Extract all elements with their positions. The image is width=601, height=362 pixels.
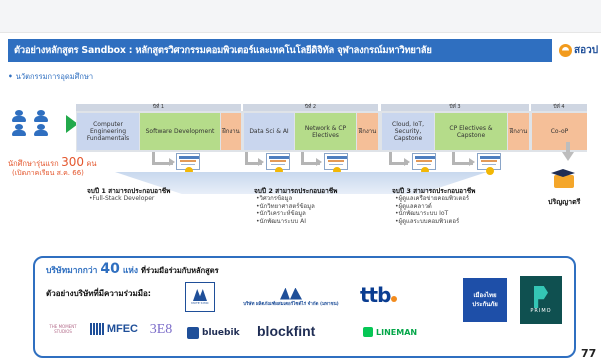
primo-mark-icon bbox=[534, 286, 548, 308]
certificate-icon bbox=[412, 153, 436, 179]
flow-connector bbox=[452, 152, 473, 165]
course-internship-2: ฝึกงาน bbox=[357, 113, 378, 150]
arrow-tip-icon bbox=[316, 158, 322, 166]
student-count-number: 300 bbox=[61, 155, 84, 169]
logo-bluebik: bluebik bbox=[187, 324, 249, 342]
partners-title: บริษัทมากกว่า 40 แห่ง ที่ร่วมมือร่วมกับห… bbox=[46, 261, 219, 277]
certificate-icon bbox=[477, 153, 501, 179]
arrow-tip-icon bbox=[469, 158, 475, 166]
lineman-mark-icon bbox=[363, 327, 373, 337]
partners-title-suffix: ที่ร่วมมือร่วมกับหลักสูตร bbox=[141, 266, 219, 275]
logo-lineman: LINEMAN bbox=[363, 324, 429, 340]
logo-the-moment-studios: THE MOMENT STUDIOS bbox=[49, 324, 77, 334]
person-icon bbox=[32, 110, 50, 122]
mfec-mark-icon bbox=[90, 323, 104, 335]
career-item: •Full-Stack Developer bbox=[89, 195, 155, 202]
exit-year-3-title: จบปี 3 สามารถประกอบอาชีพ bbox=[392, 187, 476, 195]
arrow-tip-icon bbox=[169, 158, 175, 166]
year-1-header: ปีที่ 1 bbox=[76, 104, 241, 111]
ttb-dot-icon bbox=[391, 296, 398, 302]
down-arrow-icon bbox=[562, 152, 574, 161]
section-bullet: •นวัตกรรมการอุดมศึกษา bbox=[8, 71, 93, 83]
career-item: •นักวิเคราะห์ข้อมูล bbox=[256, 210, 306, 218]
flow-connector bbox=[301, 152, 320, 165]
certificate-icon bbox=[324, 153, 348, 179]
course-software-development: Software Development bbox=[140, 113, 220, 150]
partners-unit: แห่ง bbox=[122, 266, 139, 276]
logo-text: สอวป bbox=[574, 45, 599, 56]
logo-ttb: ttb bbox=[360, 280, 450, 310]
logo-motorcycle-products: บริษัท ผลิตภัณฑ์ผสมเตอร์ไซด์ไร่ จำกัด (ม… bbox=[235, 282, 347, 312]
person-icon bbox=[32, 124, 50, 136]
partners-count: 40 bbox=[100, 261, 120, 277]
course-data-sci-ai: Data Sci & AI bbox=[244, 113, 294, 150]
arrow-tip-icon bbox=[258, 158, 264, 166]
year-4-header: ปีที่ 4 bbox=[531, 104, 587, 111]
logo-mark-icon bbox=[559, 44, 572, 57]
right-arrow-icon bbox=[66, 115, 78, 133]
course-cp-fundamentals: Computer Engineering Fundamentals bbox=[77, 113, 139, 150]
career-item: •ผู้ดูแลเครือข่ายคอมพิวเตอร์ bbox=[395, 195, 470, 202]
exit-year-2-list: •วิศวกรข้อมูล •นักวิทยาศาสตร์ข้อมูล •นัก… bbox=[256, 195, 315, 225]
graduation-icon bbox=[551, 169, 577, 191]
course-cp-electives-capstone: CP Electives & Capstone bbox=[435, 113, 507, 150]
exit-year-2-title: จบปี 2 สามารถประกอบอาชีพ bbox=[254, 187, 338, 195]
course-internship-3: ฝึกงาน bbox=[508, 113, 529, 150]
student-count-prefix: นักศึกษารุ่นแรก bbox=[8, 159, 59, 168]
certificate-icon bbox=[266, 153, 290, 179]
career-item: •ผู้ดูแลระบบคอมพิวเตอร์ bbox=[395, 217, 460, 225]
flow-connector bbox=[389, 152, 408, 165]
career-item: •วิศวกรข้อมูล bbox=[256, 195, 293, 202]
brand-logo: สอวป bbox=[559, 41, 601, 61]
certificate-icon bbox=[176, 153, 200, 179]
career-item: •นักพัฒนาระบบ IoT bbox=[395, 210, 449, 218]
logo-primo: PRIMO bbox=[520, 276, 562, 324]
logo-blockfint: blockfint bbox=[257, 323, 316, 339]
student-count: นักศึกษารุ่นแรก 300 คน bbox=[8, 155, 97, 170]
logo-3e8: 3E8 bbox=[149, 322, 173, 337]
page-title-bar: ตัวอย่างหลักสูตร Sandbox : หลักสูตรวิศวก… bbox=[8, 39, 552, 62]
students-icon bbox=[10, 110, 60, 136]
career-item: •นักพัฒนาระบบ AI bbox=[256, 217, 306, 225]
flow-connector bbox=[152, 152, 173, 165]
course-co-op: Co-oP bbox=[532, 113, 587, 150]
motor-logo-mark-icon bbox=[280, 287, 302, 300]
bullet-icon: • bbox=[8, 72, 13, 81]
arrow-tip-icon bbox=[404, 158, 410, 166]
page-title: ตัวอย่างหลักสูตร Sandbox : หลักสูตรวิศวก… bbox=[14, 45, 432, 56]
partners-title-prefix: บริษัทมากกว่า bbox=[46, 266, 98, 276]
student-intake-note: (เปิดภาคเรียน ส.ค. 66) bbox=[12, 169, 84, 177]
logo-mute-sync: MUTE SYNC bbox=[185, 282, 215, 312]
course-cloud-iot-security: Cloud, IoT, Security, Capstone bbox=[382, 113, 434, 150]
year-3-header: ปีที่ 3 bbox=[381, 104, 529, 111]
exit-year-3-list: •ผู้ดูแลเครือข่ายคอมพิวเตอร์ •ผู้ดูแลคลา… bbox=[395, 195, 469, 225]
partners-box: บริษัทมากกว่า 40 แห่ง ที่ร่วมมือร่วมกับห… bbox=[33, 256, 576, 358]
flow-connector bbox=[245, 152, 262, 165]
exit-year-1-list: •Full-Stack Developer bbox=[89, 195, 154, 203]
exit-year-1-title: จบปี 1 สามารถประกอบอาชีพ bbox=[87, 187, 171, 195]
student-count-unit: คน bbox=[86, 159, 97, 168]
year-2-header: ปีที่ 2 bbox=[243, 104, 378, 111]
course-internship-1: ฝึกงาน bbox=[221, 113, 241, 150]
career-item: •ผู้ดูแลคลาวด์ bbox=[395, 202, 432, 210]
career-item: •นักวิทยาศาสตร์ข้อมูล bbox=[256, 202, 315, 210]
mute-sync-mark-icon bbox=[193, 289, 207, 301]
career-band bbox=[115, 172, 487, 194]
logo-mfec: MFEC bbox=[90, 318, 138, 340]
graduate-label: ปริญญาตรี bbox=[548, 198, 581, 206]
page-number: 77 bbox=[581, 347, 597, 360]
section-bullet-text: นวัตกรรมการอุดมศึกษา bbox=[15, 72, 94, 81]
logo-muang-thai: เมืองไทย ประกันภัย bbox=[463, 278, 507, 322]
person-icon bbox=[10, 110, 28, 122]
bluebik-mark-icon bbox=[187, 327, 199, 339]
top-margin bbox=[0, 0, 601, 33]
partners-example-label: ตัวอย่างบริษัทที่มีความร่วมมือ: bbox=[46, 289, 151, 298]
down-arrow-stem bbox=[566, 142, 570, 153]
course-network-electives: Network & CP Electives bbox=[295, 113, 356, 150]
person-icon bbox=[10, 124, 28, 136]
